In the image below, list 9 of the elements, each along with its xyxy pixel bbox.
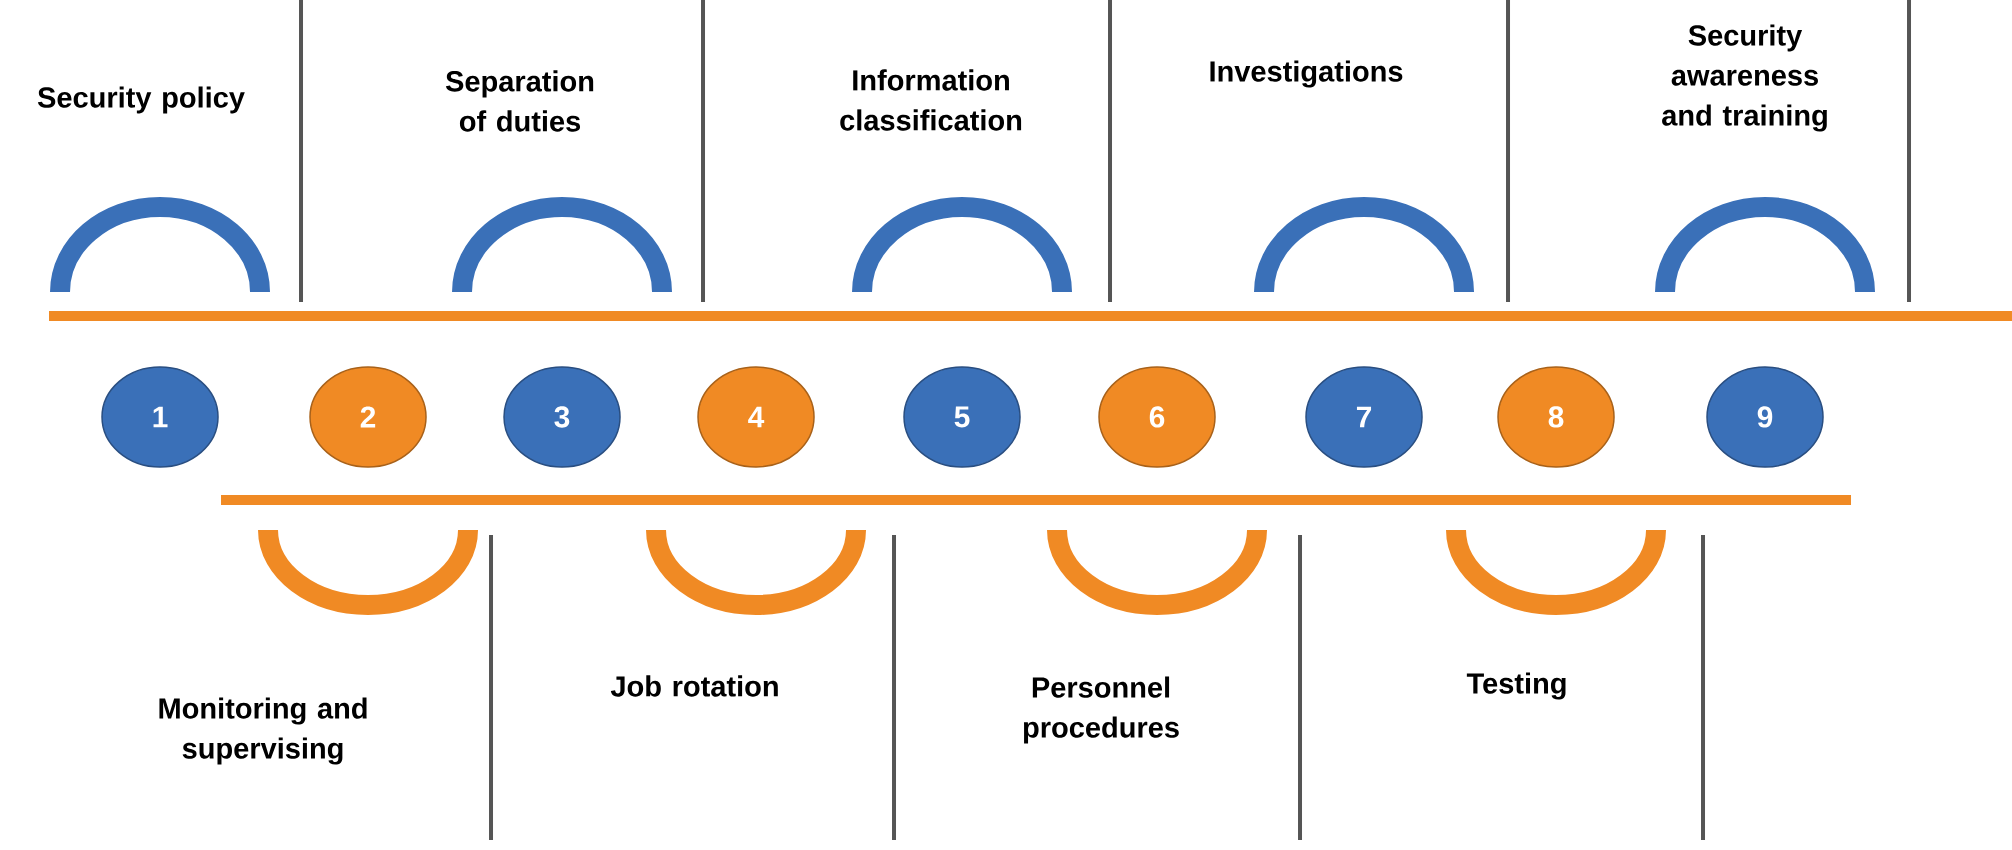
topic-label: Job rotation [610, 675, 778, 697]
topic-label: Testing [1466, 672, 1566, 700]
topic-label: Information classification [840, 69, 1022, 131]
topic-label: Investigations [1210, 60, 1403, 88]
topic-label: Monitoring and supervising [159, 697, 367, 765]
topic-label: Personnel procedures [1023, 676, 1179, 744]
topic-label: Security awareness and training [1662, 24, 1827, 132]
topic-label: Separation of duties [445, 70, 594, 132]
topic-label: Security policy [37, 86, 245, 114]
